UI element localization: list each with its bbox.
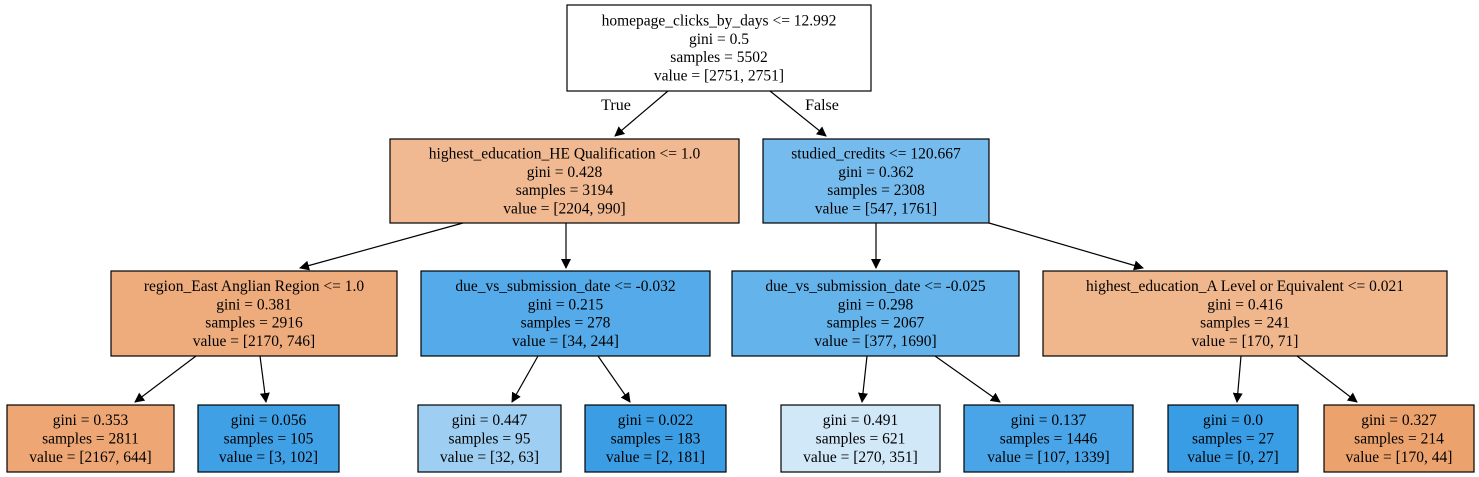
node-line-0: highest_education_A Level or Equivalent … — [1086, 278, 1404, 295]
node-line-0: gini = 0.0 — [1203, 412, 1263, 429]
node-line-0: gini = 0.022 — [618, 412, 693, 429]
edge-arrow-n2-n6 — [988, 222, 1144, 271]
node-line-1: samples = 105 — [224, 431, 314, 448]
node-line-1: gini = 0.215 — [528, 296, 604, 313]
node-line-0: homepage_clicks_by_days <= 12.992 — [602, 13, 837, 30]
node-line-2: value = [3, 102] — [219, 449, 318, 466]
node-line-0: region_East Anglian Region <= 1.0 — [144, 278, 364, 295]
node-line-3: value = [2204, 990] — [503, 200, 625, 217]
node-line-1: samples = 214 — [1354, 431, 1444, 448]
node-line-0: highest_education_HE Qualification <= 1.… — [429, 146, 701, 163]
node-line-2: value = [32, 63] — [440, 449, 539, 466]
edge-arrow-n0-n2 — [769, 90, 827, 137]
node-line-2: value = [2167, 644] — [29, 449, 151, 466]
node-line-2: samples = 2308 — [827, 182, 925, 199]
node-line-1: samples = 1446 — [1000, 431, 1098, 448]
node-line-3: value = [2170, 746] — [193, 333, 315, 350]
node-box — [1323, 404, 1475, 473]
edge-arrow-n3-n7 — [134, 355, 197, 403]
edge-arrow-n4-n10 — [597, 355, 631, 403]
tree-node-n1: highest_education_HE Qualification <= 1.… — [389, 138, 740, 224]
node-line-0: gini = 0.353 — [53, 412, 129, 429]
node-box — [731, 270, 1020, 357]
node-line-2: value = [0, 27] — [1187, 449, 1278, 466]
node-line-2: samples = 5502 — [670, 49, 767, 66]
node-line-3: value = [377, 1690] — [814, 333, 936, 350]
node-line-0: due_vs_submission_date <= -0.032 — [455, 278, 675, 295]
node-line-0: studied_credits <= 120.667 — [791, 146, 961, 163]
node-line-2: value = [170, 44] — [1346, 449, 1453, 466]
node-line-0: due_vs_submission_date <= -0.025 — [765, 278, 986, 295]
node-box — [420, 270, 711, 357]
edge-label-n0-n2: False — [805, 97, 839, 114]
node-box — [1167, 404, 1299, 473]
edge-arrow-n4-n9 — [511, 355, 539, 403]
node-box — [1042, 270, 1448, 357]
edge-arrow-n0-n1 — [614, 90, 669, 137]
node-line-1: samples = 2811 — [42, 431, 139, 448]
node-line-1: gini = 0.416 — [1207, 296, 1283, 313]
node-line-3: value = [170, 71] — [1192, 333, 1299, 350]
node-line-1: samples = 183 — [611, 431, 701, 448]
node-line-1: gini = 0.428 — [527, 164, 603, 181]
node-line-2: samples = 3194 — [516, 182, 614, 199]
edge-arrow-n6-n14 — [1296, 355, 1358, 403]
node-line-1: samples = 621 — [816, 431, 906, 448]
node-box — [389, 138, 740, 224]
edge-arrow-n5-n12 — [934, 355, 1001, 403]
node-box — [417, 404, 562, 473]
node-line-2: samples = 2916 — [205, 315, 303, 332]
node-line-1: gini = 0.5 — [689, 31, 749, 48]
edge-arrow-n6-n13 — [1232, 355, 1243, 403]
node-line-0: gini = 0.056 — [231, 412, 307, 429]
tree-node-n6: highest_education_A Level or Equivalent … — [1042, 270, 1448, 357]
node-line-0: gini = 0.447 — [452, 412, 528, 429]
node-line-0: gini = 0.491 — [823, 412, 898, 429]
node-box — [762, 138, 990, 224]
node-line-1: gini = 0.298 — [838, 296, 914, 313]
node-box — [584, 404, 727, 473]
node-box — [566, 4, 872, 92]
edge-arrow-n3-n8 — [259, 355, 270, 403]
node-line-3: value = [547, 1761] — [815, 200, 937, 217]
node-line-1: gini = 0.362 — [838, 164, 913, 181]
edges-layer: True False — [134, 90, 1358, 403]
node-line-2: samples = 278 — [521, 315, 611, 332]
edge-arrow-n1-n3 — [299, 222, 464, 271]
node-line-2: value = [270, 351] — [803, 449, 918, 466]
node-box — [963, 404, 1134, 473]
node-line-3: value = [2751, 2751] — [654, 67, 784, 84]
node-line-2: value = [107, 1339] — [987, 449, 1109, 466]
node-line-1: samples = 27 — [1192, 431, 1274, 448]
edge-label-n0-n1: True — [601, 97, 631, 114]
node-box — [197, 404, 340, 473]
node-line-3: value = [34, 244] — [512, 333, 619, 350]
node-box — [6, 404, 175, 473]
edge-arrow-n5-n11 — [858, 355, 868, 403]
node-line-2: samples = 241 — [1200, 315, 1290, 332]
node-line-2: value = [2, 181] — [606, 449, 705, 466]
node-line-0: gini = 0.327 — [1361, 412, 1437, 429]
node-box — [780, 404, 941, 473]
node-line-1: gini = 0.381 — [216, 296, 291, 313]
node-line-1: samples = 95 — [449, 431, 531, 448]
node-line-0: gini = 0.137 — [1011, 412, 1087, 429]
node-box — [110, 270, 398, 357]
node-line-2: samples = 2067 — [827, 315, 925, 332]
